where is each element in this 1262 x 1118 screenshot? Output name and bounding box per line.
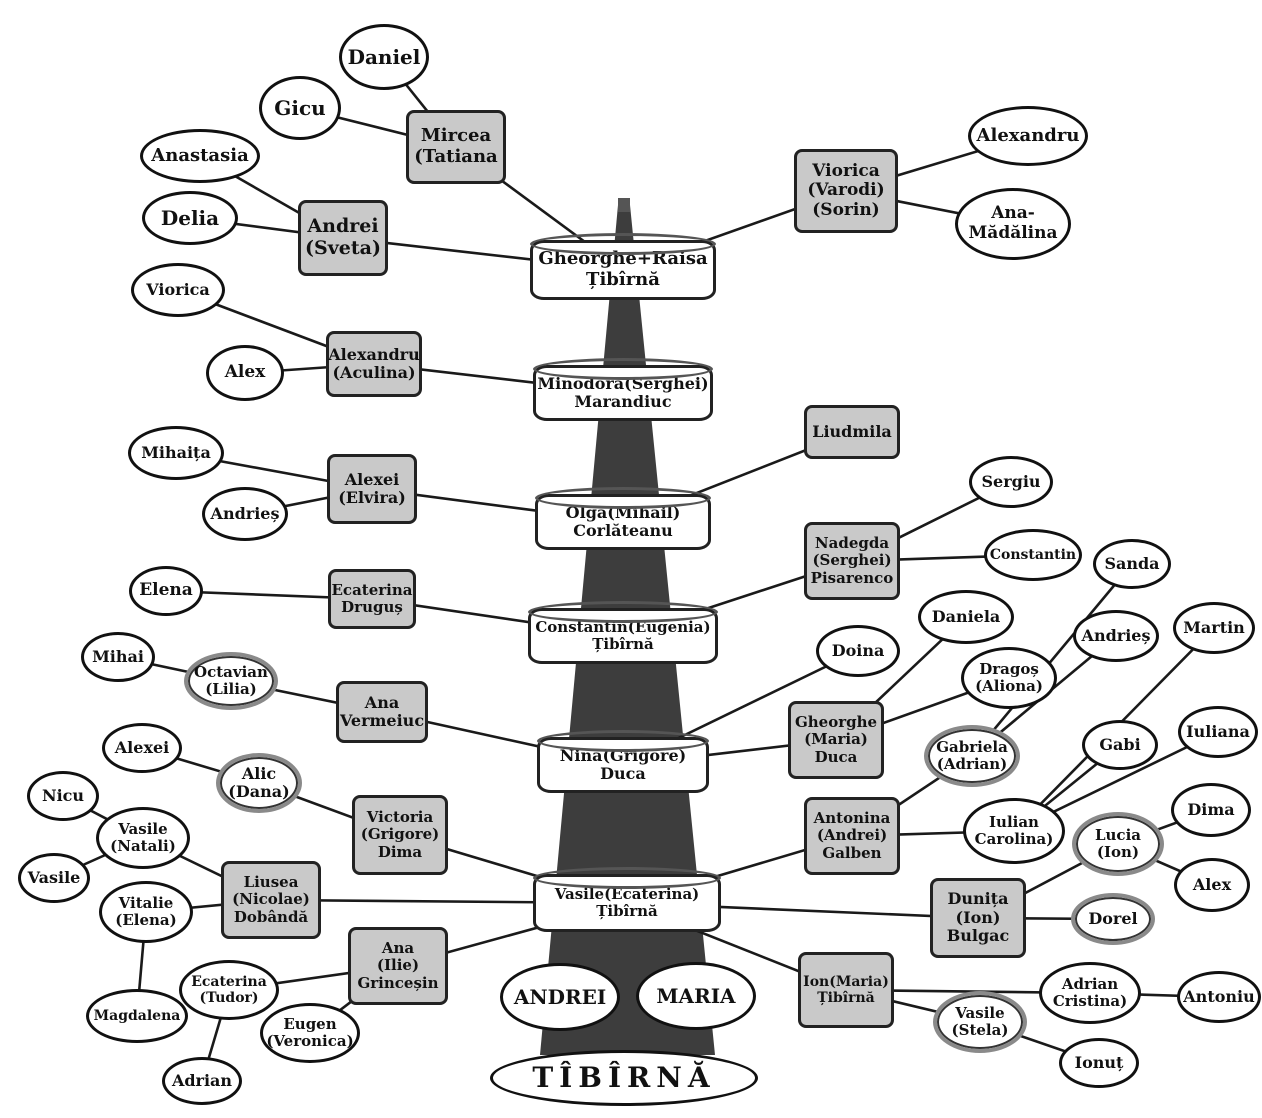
person-node: Ion(Maria) Țibîrnă [798, 952, 894, 1028]
founder-maria: MARIA [636, 962, 756, 1030]
person-node: Alex [1174, 858, 1250, 912]
person-node: Iuliana [1178, 706, 1258, 758]
person-node: Liudmila [804, 405, 900, 459]
person-node: Alexandru (Aculina) [326, 331, 422, 397]
person-node: Vasile [18, 853, 90, 903]
person-node: Martin [1173, 602, 1255, 654]
person-node: Minodora(Serghei) Marandiuc [533, 358, 713, 421]
person-node: Daniel [339, 24, 429, 90]
person-node: Ana- Mădălina [955, 188, 1071, 260]
person-node: Gicu [259, 76, 341, 140]
person-node: Doina [816, 625, 900, 677]
person-node: Lucia (Ion) [1072, 812, 1164, 876]
person-node: Ecaterina (Tudor) [179, 960, 279, 1020]
person-node: Dragoș (Aliona) [961, 647, 1057, 709]
trunk-tip [618, 198, 630, 212]
person-node: Alic (Dana) [216, 753, 302, 813]
person-node: Constantin [984, 529, 1082, 581]
person-node: Gheorghe+Raisa Țibîrnă [530, 233, 716, 300]
person-node: Gabi [1082, 720, 1158, 770]
person-node: Olga(Mihail) Corlăteanu [535, 487, 711, 550]
person-node: Viorica [131, 263, 225, 317]
person-node: Ana (Ilie) Grinceșin [348, 927, 448, 1005]
person-node: Sanda [1093, 539, 1171, 589]
connector-line [971, 563, 1133, 757]
person-node: Elena [129, 566, 203, 616]
person-node: Ionuț [1059, 1038, 1139, 1088]
person-node: Adrian [162, 1057, 242, 1105]
person-node: Liusea (Nicolae) Dobândă [221, 861, 321, 939]
person-node: Daniela [918, 590, 1014, 644]
person-node: Magdalena [86, 989, 188, 1043]
person-node: Mihai [81, 632, 155, 682]
person-node: Ana Vermeiuc [336, 681, 428, 743]
person-node: Gheorghe (Maria) Duca [788, 701, 884, 779]
surname-base: TÎBÎRNĂ [490, 1050, 758, 1106]
person-node: Andrei (Sveta) [298, 200, 388, 276]
person-node: Andrieș [1073, 610, 1159, 662]
person-node: Vasile(Ecaterina) Țibîrnă [533, 867, 721, 932]
person-node: Sergiu [969, 456, 1053, 508]
person-node: Viorica (Varodi) (Sorin) [794, 149, 898, 233]
person-node: Vasile (Stela) [933, 991, 1027, 1053]
person-node: Eugen (Veronica) [260, 1003, 360, 1063]
person-node: Dunița (Ion) Bulgac [930, 878, 1026, 958]
person-node: Antonina (Andrei) Galben [804, 797, 900, 875]
person-node: Victoria (Grigore) Dima [352, 795, 448, 875]
person-node: Nadegda (Serghei) Pisarenco [804, 522, 900, 600]
founder-andrei: ANDREI [500, 963, 620, 1031]
person-node: Gabriela (Adrian) [924, 725, 1020, 787]
person-node: Anastasia [140, 129, 260, 183]
person-node: Iulian Carolina) [963, 798, 1065, 864]
person-node: Alexei [102, 723, 182, 773]
person-node: Mihaița [128, 426, 224, 480]
person-node: Constantin(Eugenia) Țibîrnă [528, 601, 718, 664]
person-node: Mircea (Tatiana [406, 110, 506, 184]
person-node: Adrian Cristina) [1039, 962, 1141, 1024]
person-node: Vasile (Natali) [96, 807, 190, 869]
person-node: Nina(Grigore) Duca [537, 730, 709, 793]
person-node: Vitalie (Elena) [99, 881, 193, 943]
person-node: Ecaterina Druguș [328, 569, 416, 629]
person-node: Alexei (Elvira) [327, 454, 417, 524]
person-node: Antoniu [1177, 971, 1261, 1023]
person-node: Andrieș [202, 487, 288, 541]
person-node: Alexandru [968, 106, 1088, 166]
person-node: Octavian (Lilia) [184, 652, 278, 710]
person-node: Dima [1171, 783, 1251, 837]
person-node: Nicu [27, 771, 99, 821]
person-node: Delia [142, 191, 238, 245]
person-node: Alex [206, 345, 284, 401]
person-node: Dorel [1071, 893, 1155, 945]
